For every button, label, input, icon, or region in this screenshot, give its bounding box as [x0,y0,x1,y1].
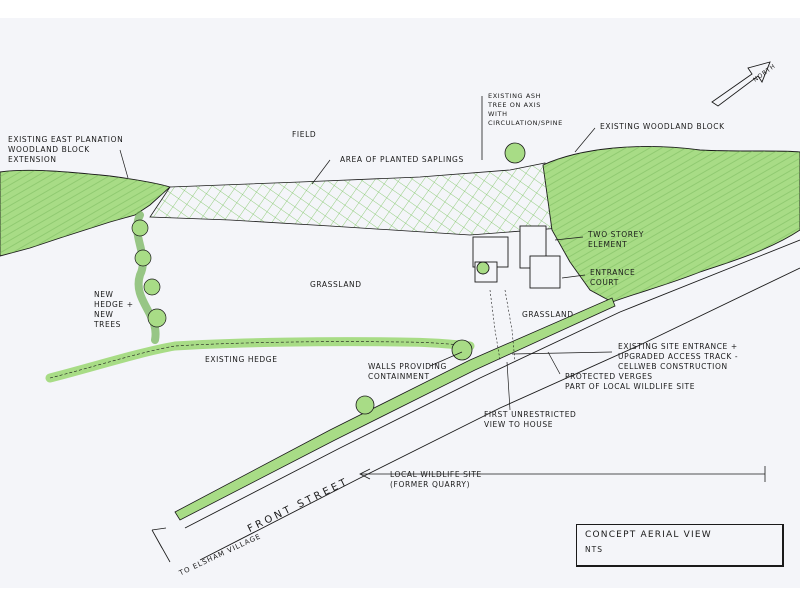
label-walls: WALLS PROVIDING CONTAINMENT [368,362,447,381]
east-plantation-woodland [0,169,171,257]
label-site-entrance: EXISTING SITE ENTRANCE + UPGRADED ACCESS… [618,342,739,371]
existing-hedge [45,337,475,383]
title-block: CONCEPT AERIAL VIEW NTS [576,524,784,567]
label-wildlife-site: LOCAL WILDLIFE SITE (FORMER QUARRY) [390,470,482,489]
label-east-plantation: EXISTING EAST PLANATION WOODLAND BLOCK E… [8,135,124,164]
drawing-title: CONCEPT AERIAL VIEW [585,530,712,540]
label-woodland-block: EXISTING WOODLAND BLOCK [600,122,725,131]
label-new-hedge: NEW HEDGE + NEW TREES [94,290,134,329]
house-buildings [472,225,561,289]
village-arrow [151,527,171,563]
label-field: FIELD [292,130,317,139]
drawing-scale: NTS [585,545,603,554]
label-saplings: AREA OF PLANTED SAPLINGS [340,155,464,164]
new-hedge-trees [131,211,167,344]
paper-sheet [0,18,800,588]
wildlife-site-arrow [359,466,766,482]
front-street-road [184,239,800,561]
label-two-storey: TWO STOREY ELEMENT [588,230,645,249]
label-ash-tree: EXISTING ASH TREE ON AXIS WITH CIRCULATI… [488,92,563,127]
ash-tree [504,142,526,164]
leader-lines [119,127,613,411]
road-verge [174,297,616,521]
planted-saplings-area [149,162,561,236]
label-grassland-small: GRASSLAND [522,310,574,319]
label-entrance-court: ENTRANCE COURT [590,268,636,287]
label-existing-hedge: EXISTING HEDGE [205,355,278,364]
label-grassland: GRASSLAND [310,280,362,289]
north-arrow-icon [711,61,771,107]
existing-woodland-block [542,146,800,303]
label-first-view: FIRST UNRESTRICTED VIEW TO HOUSE [484,410,577,429]
label-verges: PROTECTED VERGES PART OF LOCAL WILDLIFE … [565,372,696,391]
